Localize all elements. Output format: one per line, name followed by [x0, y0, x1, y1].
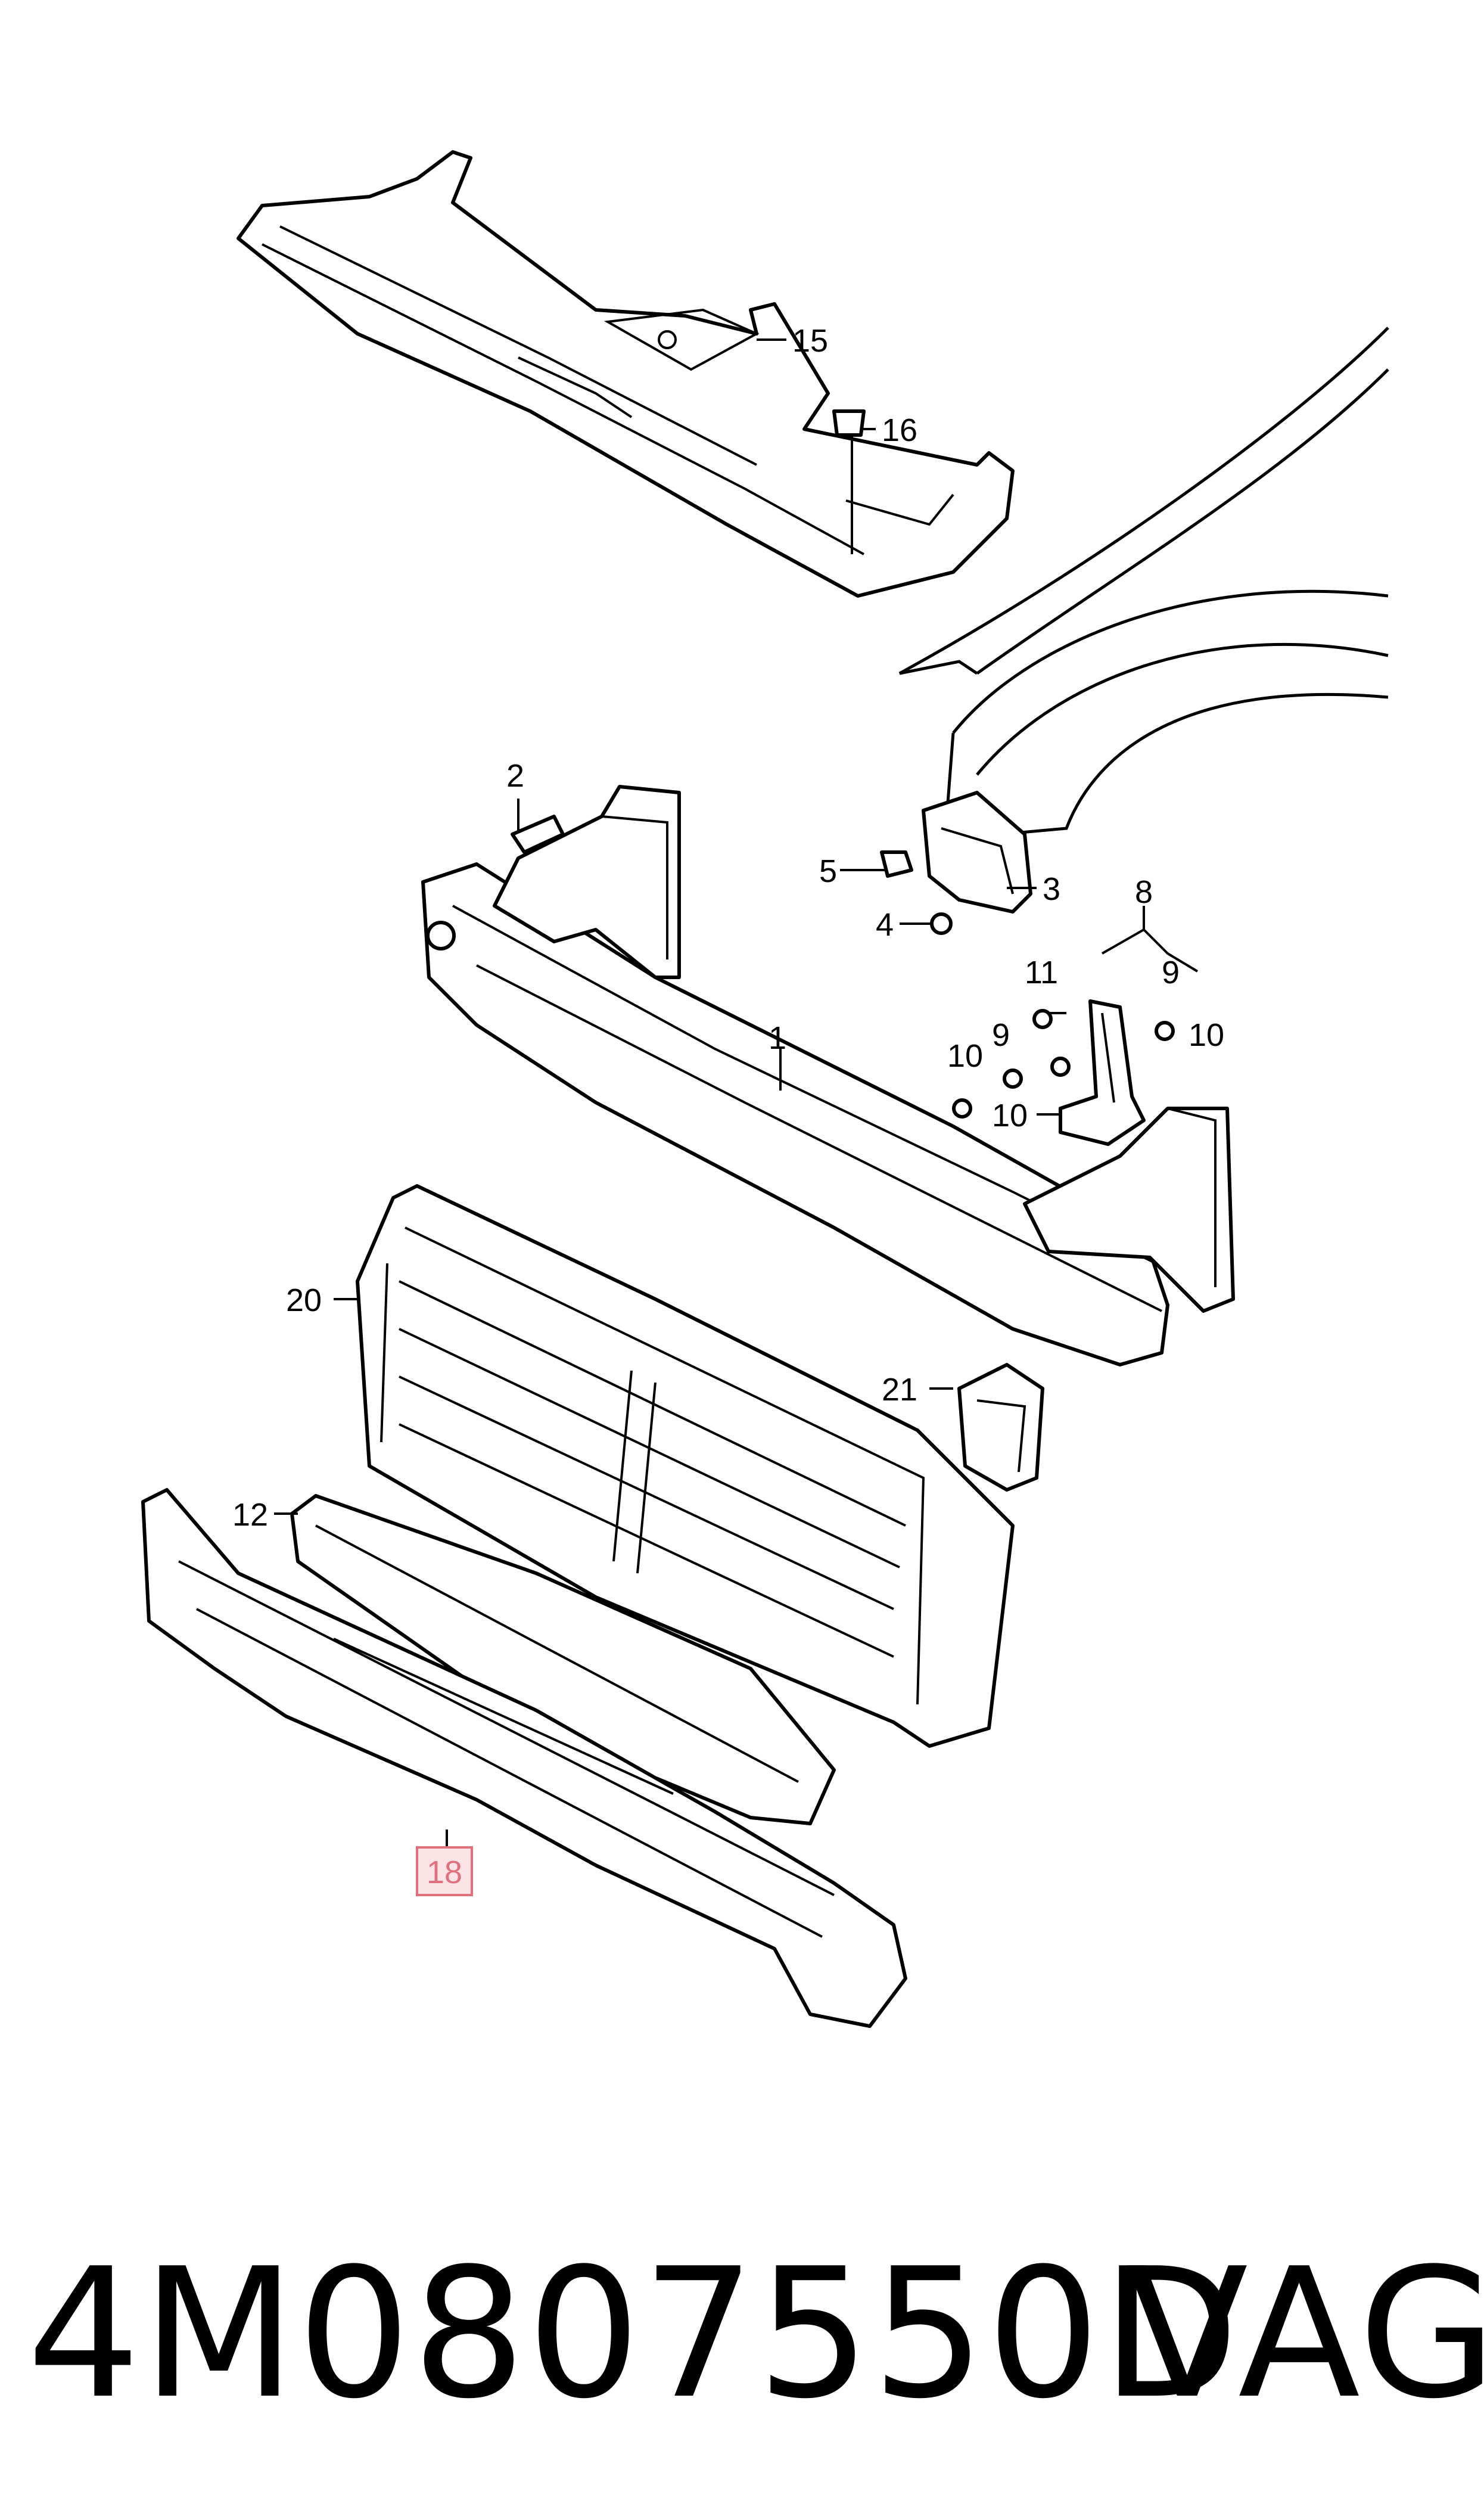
- part-15-upper-cross-member: [237, 150, 1015, 598]
- bolt-9: [1003, 1069, 1023, 1089]
- part-12-air-guide: [290, 1494, 836, 1825]
- clip-16: [832, 409, 866, 437]
- part-20-air-shutter: [356, 1184, 1015, 1748]
- bolt-11: [1032, 1009, 1053, 1029]
- callout-labels: 15 16 2 5 3 4 8 9 11 9 10 10 10 1 20 21 …: [232, 323, 1224, 1896]
- part-number: 4M0807550D: [27, 2230, 1240, 2438]
- part-18-energy-absorber: [141, 1488, 907, 2028]
- callout-9b: 9: [992, 1017, 1010, 1053]
- callout-18-highlighted: 18: [416, 1846, 473, 1896]
- part-21-bracket: [957, 1363, 1044, 1492]
- part-3-bracket: [922, 791, 1032, 914]
- callout-18: 18: [427, 1855, 462, 1890]
- brand-name: VAG: [1126, 2230, 1484, 2438]
- callout-3: 3: [1043, 871, 1060, 907]
- fender-outline: [898, 327, 1389, 836]
- clip-5: [880, 850, 913, 878]
- callout-21: 21: [882, 1372, 917, 1408]
- callout-5: 5: [819, 853, 837, 889]
- fasteners: [511, 409, 1175, 1119]
- bolt-10c: [1155, 1021, 1175, 1041]
- nut-4: [930, 912, 953, 935]
- callout-1: 1: [769, 1020, 786, 1056]
- callout-16: 16: [882, 412, 917, 448]
- callout-20: 20: [286, 1282, 322, 1318]
- part-8-bracket: [1059, 999, 1146, 1146]
- callout-10a: 10: [1189, 1017, 1224, 1053]
- callout-10c: 10: [992, 1098, 1028, 1133]
- leader-lines: [274, 338, 1199, 1865]
- callout-4: 4: [876, 907, 894, 943]
- callout-10b: 10: [947, 1038, 983, 1074]
- bolt-10b: [1050, 1057, 1071, 1077]
- callout-8: 8: [1135, 874, 1153, 910]
- bolt-10a: [952, 1098, 972, 1119]
- part-1-bumper-beam: [421, 785, 1235, 1366]
- footer: 4M0807550D VAG: [27, 2230, 1484, 2438]
- callout-15: 15: [792, 323, 828, 359]
- callout-2: 2: [506, 758, 524, 794]
- bolt-2: [511, 815, 565, 854]
- callout-9a: 9: [1162, 955, 1180, 990]
- callout-12: 12: [232, 1497, 268, 1533]
- callout-11: 11: [1025, 955, 1058, 990]
